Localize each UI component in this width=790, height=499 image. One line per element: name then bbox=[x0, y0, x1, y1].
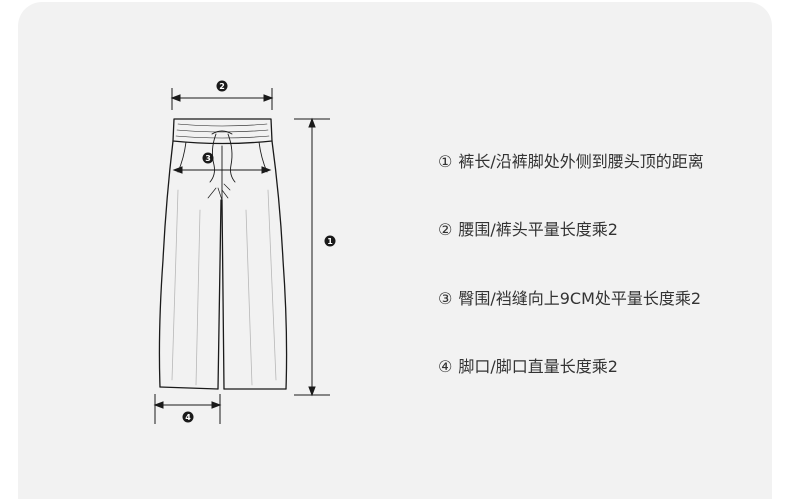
right-outer-seam bbox=[271, 140, 288, 390]
crotch-wrinkles bbox=[207, 183, 231, 201]
marker-1-circle bbox=[324, 235, 336, 247]
measure-hip bbox=[172, 166, 272, 174]
hem-arrow-left bbox=[153, 401, 164, 409]
marker-1: 1 bbox=[324, 235, 336, 247]
legend-text: 臀围/裆缝向上9CM处平量长度乘2 bbox=[458, 289, 702, 308]
legend-num: ① bbox=[438, 152, 453, 171]
card-rounded-top bbox=[18, 2, 772, 40]
waist-arrow-right bbox=[263, 94, 274, 102]
legend-item-waist: ② 腰围/裤头平量长度乘2 bbox=[438, 216, 618, 240]
legend-num: ② bbox=[438, 220, 453, 239]
marker-4: 4 bbox=[182, 411, 194, 423]
left-hem bbox=[159, 386, 219, 390]
leg-folds bbox=[171, 189, 277, 386]
waistband-shirring bbox=[175, 123, 270, 139]
card-top-edge bbox=[18, 0, 772, 40]
marker-4-label: 4 bbox=[185, 413, 191, 422]
hip-arrow-left bbox=[172, 166, 183, 174]
pants-outline bbox=[158, 118, 288, 390]
waist-arrow-left bbox=[170, 94, 181, 102]
legend-item-hip: ③ 臀围/裆缝向上9CM处平量长度乘2 bbox=[438, 285, 701, 309]
marker-2-circle bbox=[216, 80, 228, 92]
marker-3: 3 bbox=[202, 152, 214, 164]
measure-hem bbox=[153, 394, 222, 424]
left-outer-seam bbox=[158, 140, 174, 388]
measure-waist bbox=[170, 88, 274, 110]
left-inner-seam bbox=[217, 199, 222, 390]
legend-text: 脚口/脚口直量长度乘2 bbox=[458, 357, 618, 376]
hem-arrow-right bbox=[211, 401, 222, 409]
hip-arrow-right bbox=[261, 166, 272, 174]
length-arrow-top bbox=[308, 117, 316, 128]
legend-text: 裤长/沿裤脚处外侧到腰头顶的距离 bbox=[458, 152, 704, 171]
marker-3-circle bbox=[202, 152, 214, 164]
marker-4-circle bbox=[182, 411, 194, 423]
legend-num: ④ bbox=[438, 357, 453, 376]
drawstring-left bbox=[209, 133, 217, 183]
length-arrow-bottom bbox=[308, 386, 316, 397]
size-guide-card bbox=[18, 0, 772, 499]
legend-num: ③ bbox=[438, 289, 453, 308]
drawstring-right bbox=[227, 133, 236, 183]
right-inner-seam bbox=[221, 199, 225, 390]
drawstring-knot bbox=[211, 130, 233, 135]
legend-item-hem: ④ 脚口/脚口直量长度乘2 bbox=[438, 353, 618, 377]
measure-length bbox=[294, 117, 330, 397]
legend-text: 腰围/裤头平量长度乘2 bbox=[458, 220, 618, 239]
marker-3-label: 3 bbox=[205, 154, 211, 163]
marker-2: 2 bbox=[216, 80, 228, 92]
marker-2-label: 2 bbox=[219, 82, 225, 91]
legend-item-length: ① 裤长/沿裤脚处外侧到腰头顶的距离 bbox=[438, 148, 704, 172]
marker-1-label: 1 bbox=[327, 237, 333, 246]
